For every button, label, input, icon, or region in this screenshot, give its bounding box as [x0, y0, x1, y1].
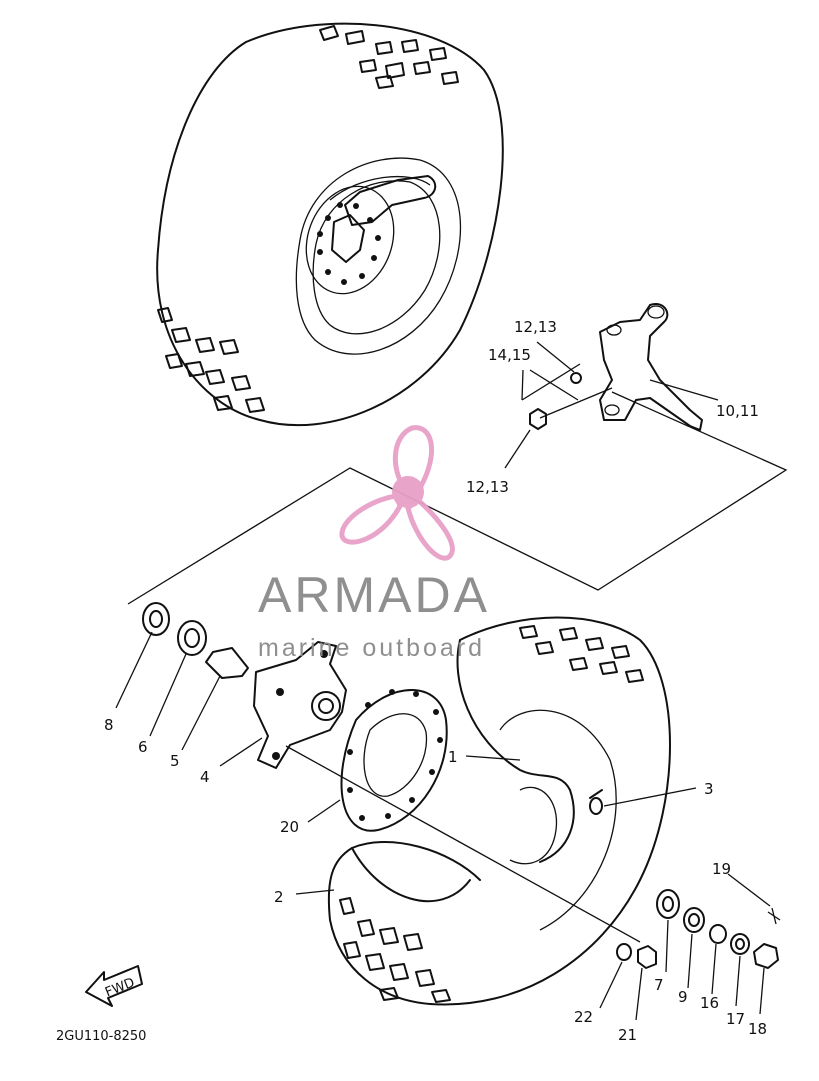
brake-disc: [340, 689, 448, 832]
wheel-hub: [253, 641, 347, 769]
callout-12-13-bottom: 12,13: [466, 478, 509, 496]
fwd-arrow: FWD: [85, 965, 143, 1007]
callout-1: 1: [448, 748, 458, 766]
callout-10-11: 10,11: [716, 402, 759, 420]
assembled-wheel: [156, 22, 504, 427]
callout-18: 18: [748, 1020, 767, 1038]
leader-lines-lower: [115, 631, 771, 1021]
diagram-code: 2GU110-8250: [56, 1029, 146, 1044]
watermark-tagline: marine outboard: [258, 634, 485, 662]
steering-knuckle: [521, 303, 703, 431]
callout-14-15: 14,15: [488, 346, 531, 364]
callout-3: 3: [704, 780, 714, 798]
callout-9: 9: [678, 988, 688, 1006]
exploded-tire: [327, 616, 671, 1006]
watermark: ARMADA marine outboard: [258, 425, 490, 662]
callout-6: 6: [138, 738, 148, 756]
alignment-outline: [127, 391, 788, 605]
callout-21: 21: [618, 1026, 637, 1044]
axle-hardware: [616, 889, 781, 969]
callout-7: 7: [654, 976, 664, 994]
callout-5: 5: [170, 752, 180, 770]
bearing-spacer-parts: [142, 602, 249, 679]
callout-17: 17: [726, 1010, 745, 1028]
callout-20: 20: [280, 818, 299, 836]
callout-16: 16: [700, 994, 719, 1012]
callouts: 12,13 14,15 10,11 12,13 8 6 5 4 1 3 20 1…: [104, 318, 767, 1044]
leader-lines-upper: [504, 341, 719, 469]
propeller-icon: [339, 425, 455, 561]
callout-22: 22: [574, 1008, 593, 1026]
callout-4: 4: [200, 768, 210, 786]
watermark-brand: ARMADA: [258, 567, 490, 623]
callout-12-13-top: 12,13: [514, 318, 557, 336]
callout-19: 19: [712, 860, 731, 878]
callout-8: 8: [104, 716, 114, 734]
callout-2: 2: [274, 888, 284, 906]
